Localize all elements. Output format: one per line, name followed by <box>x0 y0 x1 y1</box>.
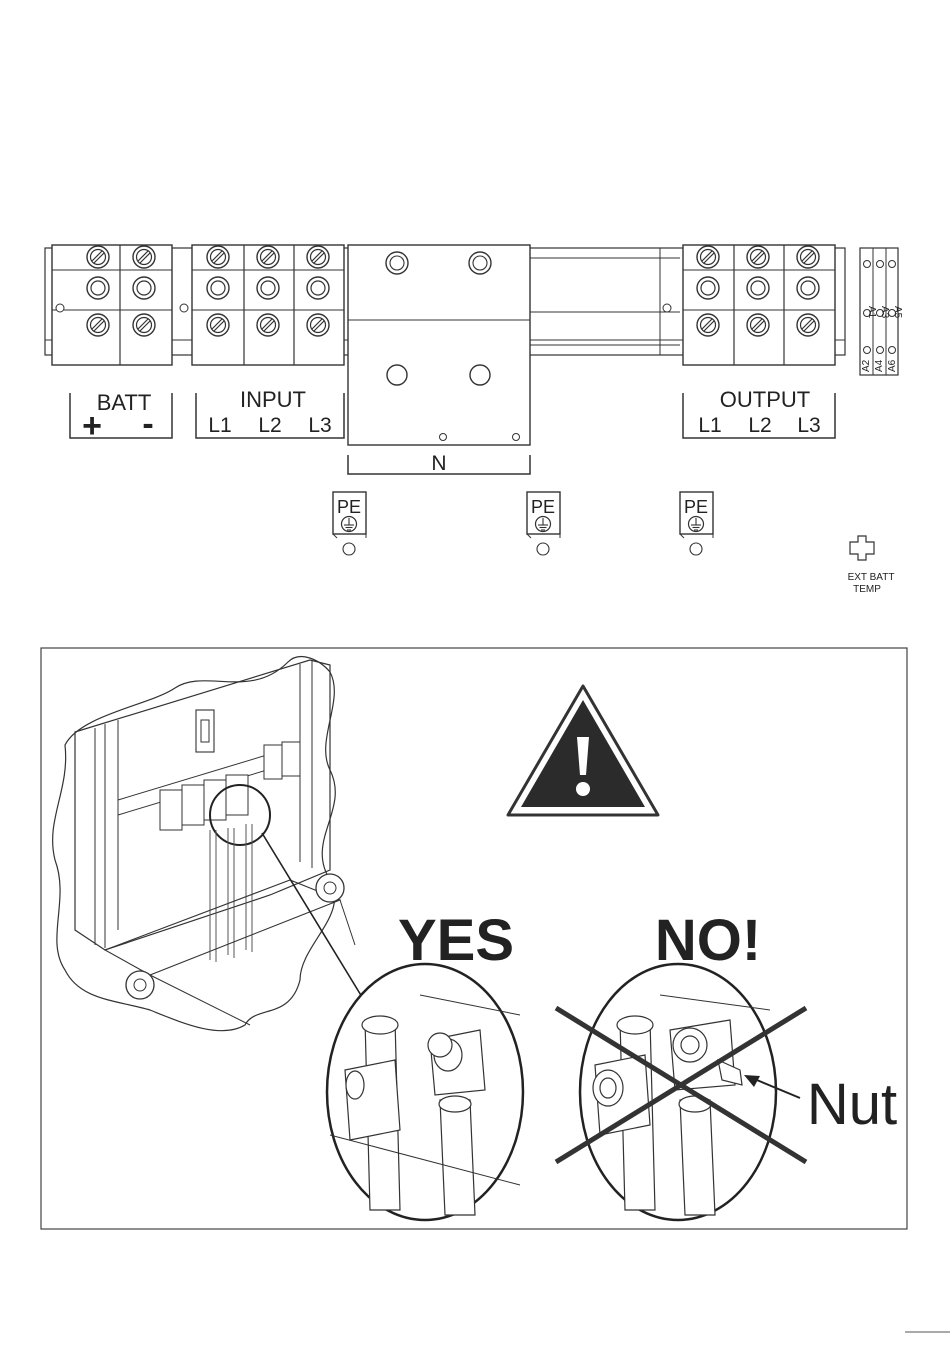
pe-terminal-1: PE <box>333 492 366 555</box>
input-l2-label: L2 <box>258 414 281 437</box>
nut-label: Nut <box>807 1072 897 1137</box>
yes-label: YES <box>398 908 514 973</box>
no-detail-illustration <box>580 964 776 1220</box>
aux-label-a2: A2 <box>861 359 872 372</box>
output-l2-label: L2 <box>748 414 771 437</box>
ext-batt-label: EXT BATT <box>848 572 895 583</box>
output-l1-label: L1 <box>698 414 721 437</box>
aux-label-a3: A3 <box>879 306 890 319</box>
ups-cabinet-illustration <box>53 657 355 1031</box>
pe-label-1: PE <box>337 497 361 517</box>
output-terminal-block <box>663 245 835 365</box>
batt-minus-label: - <box>142 405 153 443</box>
aux-label-a1: A1 <box>866 306 877 319</box>
batt-plus-label: + <box>82 407 102 445</box>
neutral-bar <box>348 245 530 445</box>
pe-terminal-3: PE <box>680 492 713 555</box>
pe-terminal-2: PE <box>527 492 560 555</box>
pe-label-3: PE <box>684 497 708 517</box>
input-l3-label: L3 <box>308 414 331 437</box>
aux-terminal-block: A1 A3 A5 A2 A4 A6 <box>860 248 903 375</box>
temp-label: TEMP <box>853 584 881 595</box>
neutral-label: N <box>431 452 446 475</box>
output-label: OUTPUT <box>720 387 810 412</box>
output-l3-label: L3 <box>797 414 820 437</box>
aux-label-a5: A5 <box>892 306 903 319</box>
input-label: INPUT <box>240 387 306 412</box>
aux-label-a6: A6 <box>887 359 898 372</box>
batt-terminal-block <box>52 245 172 365</box>
aux-label-a4: A4 <box>874 359 885 372</box>
ext-batt-temp-connector: EXT BATT TEMP <box>848 536 895 595</box>
input-terminal-block <box>180 245 344 365</box>
pe-label-2: PE <box>531 497 555 517</box>
input-l1-label: L1 <box>208 414 231 437</box>
warning-triangle-icon <box>508 686 658 815</box>
yes-detail-illustration <box>327 964 523 1220</box>
